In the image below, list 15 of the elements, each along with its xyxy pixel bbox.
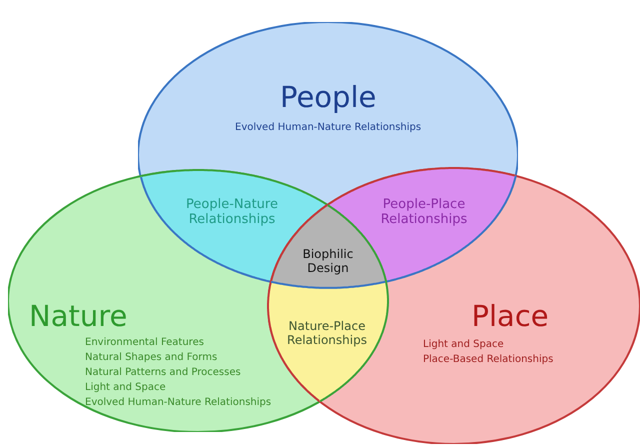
circle-title: People [280,80,376,114]
list-item: Evolved Human-Nature Relationships [85,397,272,408]
list-item: Light and Space [85,382,166,394]
circle-subtitle: Evolved Human-Nature Relationships [235,122,422,134]
list-item: Environmental Features [85,337,204,348]
circle-title: Nature [29,300,128,333]
circle-title: Place [472,300,549,333]
list-item: Light and Space [423,339,504,350]
list-item: Natural Shapes and Forms [85,352,218,364]
list-item: Natural Patterns and Processes [85,367,241,378]
overlap-label: Nature-Place Relationships [286,320,368,348]
list-item: Place-Based Relationships [423,354,554,366]
overlap-label: People-Place Relationships [380,198,468,228]
overlap-label: People-Nature Relationships [185,198,279,228]
center-label: Biophilic Design [302,248,354,276]
